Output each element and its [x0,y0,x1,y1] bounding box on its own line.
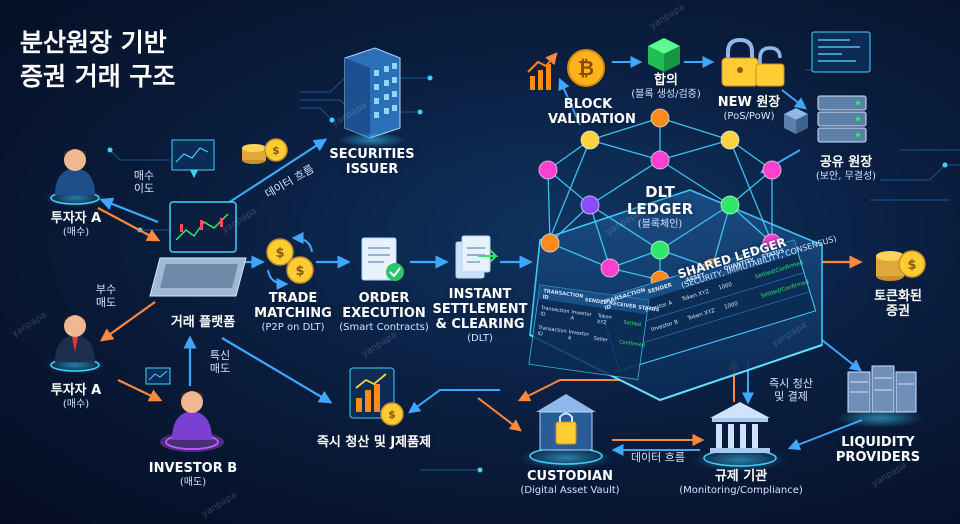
ledger-node [762,160,782,180]
arrow-platform-to-settlement [221,337,333,404]
chart-window-icon [171,139,215,178]
trading-laptop-icon [149,201,247,297]
arrow-ledger-to-block [558,77,581,126]
instant-settle-right-label: 즉시 청산 및 결제 [769,377,813,403]
arrow-ledger-to-custodian [517,379,640,402]
svg-text:$: $ [388,408,396,421]
ledger-cell: Confirmed [618,339,646,349]
ledger-node [650,240,670,260]
arrow-ledger-to-bottom-settle [408,389,500,414]
order-execution-label: ORDER EXECUTION (Smart Contracts) [339,291,429,333]
coin-stack-icon: $ [242,138,288,164]
arrow-investor-a-to-platform [97,207,161,242]
shared-ledger-back-table [528,284,650,380]
ledger-node [580,195,600,215]
ledger-node [650,108,670,128]
consensus-cube-icon [648,38,680,72]
settlement-documents-icon [455,235,499,279]
ledger-cell: 1000 [723,300,739,311]
investor-b-label: INVESTOR B (매도) [148,461,238,488]
custodian-label: CUSTODIAN (Digital Asset Vault) [520,469,620,496]
instant-settle-bottom-label: 즉시 청산 및 J제품제 [316,435,432,450]
title-line1: 분산원장 기반 [20,28,167,57]
padlock-icon [721,37,785,87]
shared-ledger-top-label: 공유 원장 (보안, 무결성) [815,155,877,182]
arrow-to-custodian-b [477,397,522,432]
consensus-label: 합의 (블록 생성/검증) [631,73,701,100]
ledger-node [720,130,740,150]
investor-a-bottom-label: 투자자 A (매수) [50,383,102,410]
ledger-node [538,160,558,180]
block-validation-bitcoin-icon: ₿ [527,49,605,90]
svg-text:$: $ [275,246,284,261]
ledger-cell: Settled [622,319,642,329]
liquidity-providers-label: LIQUIDITY PROVIDERS [835,435,921,465]
ledger-cell: Seller [593,335,609,344]
regulator-label: 규제 기관 (Monitoring/Compliance) [679,469,803,496]
instant-settlement-chart-icon: $ [349,367,404,426]
sell-label: 부수 매도 [95,283,117,309]
liquidity-servers-icon [836,365,924,428]
server-stack-icon [784,31,871,143]
special-sell-label: 특신 매도 [209,349,231,375]
ledger-header-cell: SENDER [584,297,608,307]
svg-text:$: $ [295,264,304,279]
page-title: 분산원장 기반 증권 거래 구조 [20,26,175,94]
tokenized-securities-label: 토큰화된 증권 [874,289,922,319]
small-chart-icon [145,367,171,385]
securities-issuer-building-icon [338,47,406,148]
custodian-vault-icon [520,394,612,470]
arrow-investor-a-to-b [117,379,163,402]
ledger-node [540,233,560,253]
arrow-platform-to-issuer [224,138,328,206]
trade-matching-label: TRADE MATCHING (P2P on DLT) [254,291,332,333]
arrow-new-to-shared [781,89,807,110]
investor-a-top-label: 투자자 A (매수) [50,211,102,238]
buy-move-label: 매수 이도 [133,169,155,195]
investor-b-avatar-icon [160,391,224,452]
svg-text:₿: ₿ [578,56,594,80]
ledger-cell: Token XYZ [687,307,716,322]
tokenized-coins-icon: $ [876,250,926,281]
smart-contract-document-icon [361,237,404,281]
new-ledger-label: NEW 원장 (PoS/PoW) [717,95,781,122]
instant-settlement-label: INSTANT SETTLEMENT & CLEARING (DLT) [432,287,528,344]
dlt-ledger-label: DLT LEDGER (블록체인) [626,183,694,230]
ledger-cell: Investor A [570,309,592,322]
ledger-cell: Investor A [567,329,590,342]
trade-matching-coins-icon: $ $ [266,232,314,290]
ledger-cell: Investor B [650,319,679,334]
svg-text:$: $ [272,144,280,157]
ledger-cell: Transaction ID [537,324,568,338]
regulator-building-icon [694,402,786,472]
securities-issuer-label: SECURITIES ISSUER [329,147,415,177]
platform-label: 거래 플랫폼 [170,315,236,330]
svg-text:$: $ [907,258,916,273]
ledger-header-cell: RECEIVER [608,300,637,311]
arrow-platform-to-investor-a [99,197,159,224]
ledger-cell: Transaction ID [539,305,570,318]
investor-a-bottom-avatar-icon [45,315,105,374]
ledger-node [720,195,740,215]
investor-a-top-avatar-icon [45,149,105,207]
arrow-ledger-to-liquidity [821,339,862,372]
ledger-node [580,130,600,150]
ledger-node [600,258,620,278]
title-line2: 증권 거래 구조 [20,61,176,91]
arrow-platform-to-investor-a-bottom [99,301,156,342]
ledger-cell: Token XYZ [596,313,613,327]
block-validation-label: BLOCK VALIDATION [548,97,636,127]
data-flow-label-2: 데이터 흐름 [630,451,686,464]
ledger-node [650,150,670,170]
